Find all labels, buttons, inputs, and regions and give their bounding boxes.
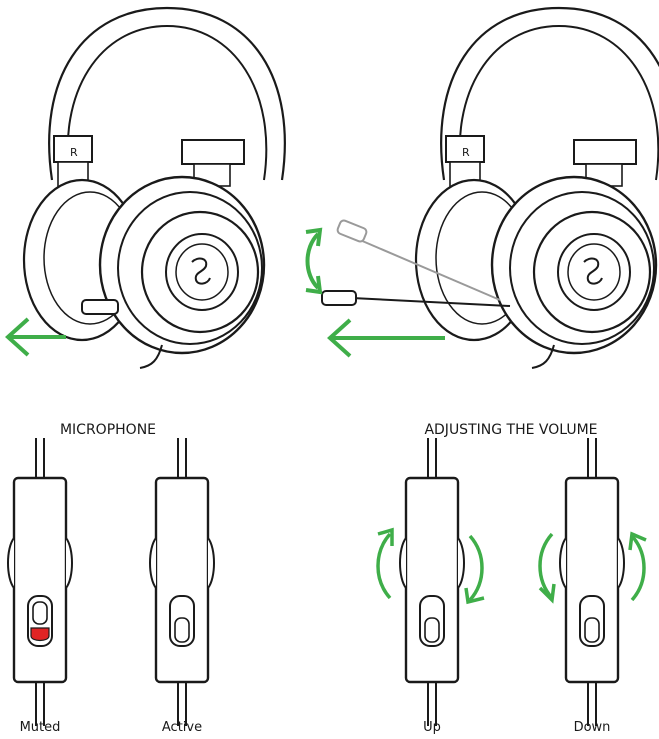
label-active: Active [162,720,202,735]
label-up: Up [423,720,441,735]
arrow-left-icon [330,320,445,356]
section-title-volume: ADJUSTING THE VOLUME [424,422,597,438]
label-muted: Muted [20,720,61,735]
label-down: Down [574,720,611,735]
headset-illustration-extended: R [416,8,659,368]
remote-active [150,438,214,726]
mute-indicator [31,628,49,641]
mic-boom-retracted [82,300,118,314]
earcup-letter: R [70,146,78,159]
headset-illustration-retracted: R [24,8,285,368]
section-title-microphone: MICROPHONE [60,422,156,438]
rotate-arrow-icon [306,230,320,292]
remote-volume-down [560,438,624,726]
remote-muted [8,438,72,726]
earcup-letter: R [462,146,470,159]
remote-volume-up [400,438,464,726]
